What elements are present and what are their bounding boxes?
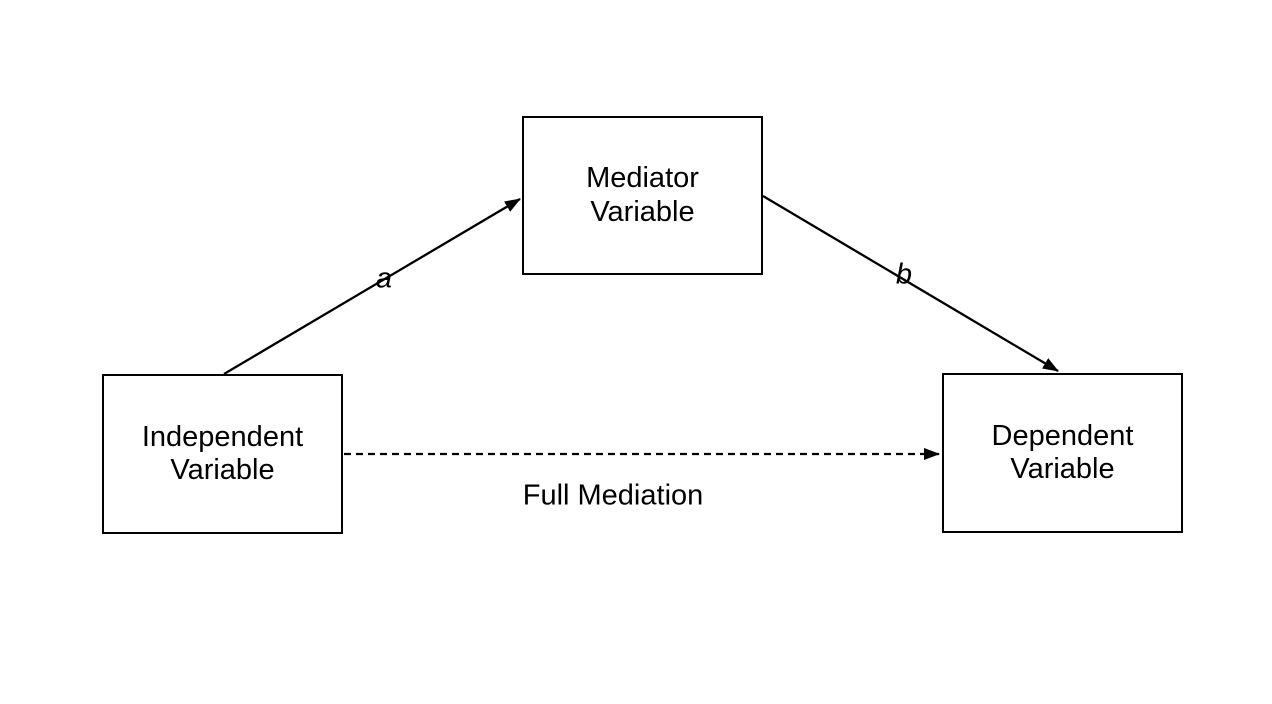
node-label-line: Variable: [590, 195, 695, 228]
edge-b-arrow: [762, 195, 1059, 372]
node-label-line: Independent: [141, 420, 304, 453]
node-mediator-variable: Mediator Variable: [522, 116, 763, 275]
node-label-mediator: Mediator Variable: [586, 162, 699, 228]
edge-b-label: b: [895, 258, 913, 291]
node-label-line: Mediator: [586, 162, 699, 195]
node-label-line: Dependent: [991, 419, 1134, 452]
node-label-line: Variable: [170, 454, 275, 486]
edge-a-label: a: [375, 262, 393, 295]
edge-a-arrow: [223, 198, 521, 375]
node-label-dependent: Dependent Variable: [992, 420, 1134, 486]
node-independent-variable: Independent Variable: [102, 374, 343, 534]
node-label-line: Variable: [1010, 453, 1115, 485]
node-label-independent: Independent Variable: [142, 421, 303, 487]
edge-direct-label: Full Mediation: [522, 479, 704, 512]
node-dependent-variable: Dependent Variable: [942, 373, 1183, 533]
